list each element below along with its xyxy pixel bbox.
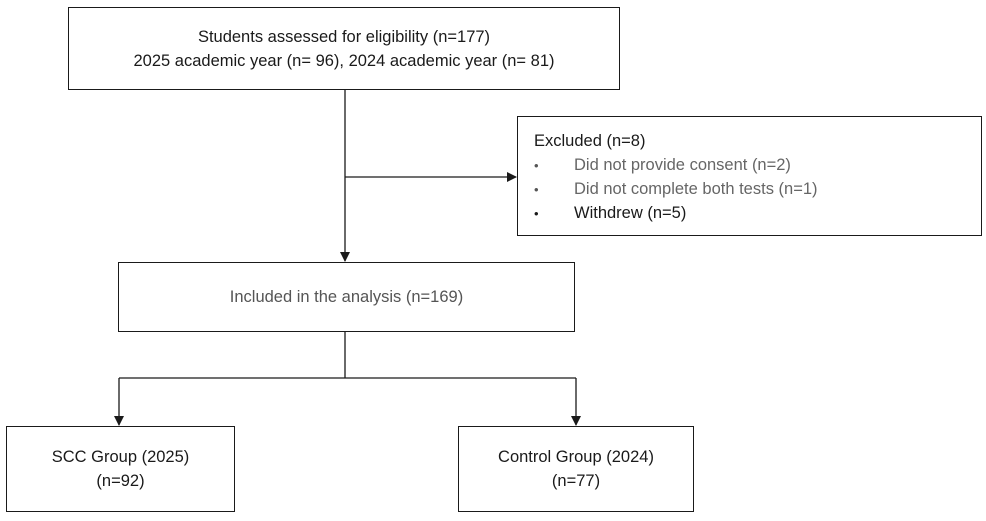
scc-group-box: SCC Group (2025) (n=92) <box>6 426 235 512</box>
assessed-box: Students assessed for eligibility (n=177… <box>68 7 620 90</box>
control-group-count: (n=77) <box>551 472 601 490</box>
included-text: Included in the analysis (n=169) <box>229 288 464 306</box>
scc-group-title: SCC Group (2025) <box>51 448 190 466</box>
bullet-icon: • <box>534 182 539 197</box>
excluded-item: • Did not provide consent (n=2) <box>534 153 818 177</box>
control-group-title: Control Group (2024) <box>498 448 654 466</box>
bullet-icon: • <box>534 206 539 221</box>
excluded-item-text: Did not provide consent (n=2) <box>574 156 791 174</box>
excluded-item-text: Withdrew (n=5) <box>574 204 687 222</box>
excluded-title: Excluded (n=8) <box>534 132 646 150</box>
excluded-box: Excluded (n=8) • Did not provide consent… <box>517 116 982 236</box>
assessed-line-1: Students assessed for eligibility (n=177… <box>197 27 491 46</box>
bullet-icon: • <box>534 158 539 173</box>
scc-group-count: (n=92) <box>96 472 145 490</box>
excluded-item: • Withdrew (n=5) <box>534 201 818 225</box>
excluded-item: • Did not complete both tests (n=1) <box>534 177 818 201</box>
included-box: Included in the analysis (n=169) <box>118 262 575 332</box>
control-group-box: Control Group (2024) (n=77) <box>458 426 694 512</box>
excluded-item-text: Did not complete both tests (n=1) <box>574 180 818 198</box>
assessed-line-2: 2025 academic year (n= 96), 2024 academi… <box>133 51 555 70</box>
